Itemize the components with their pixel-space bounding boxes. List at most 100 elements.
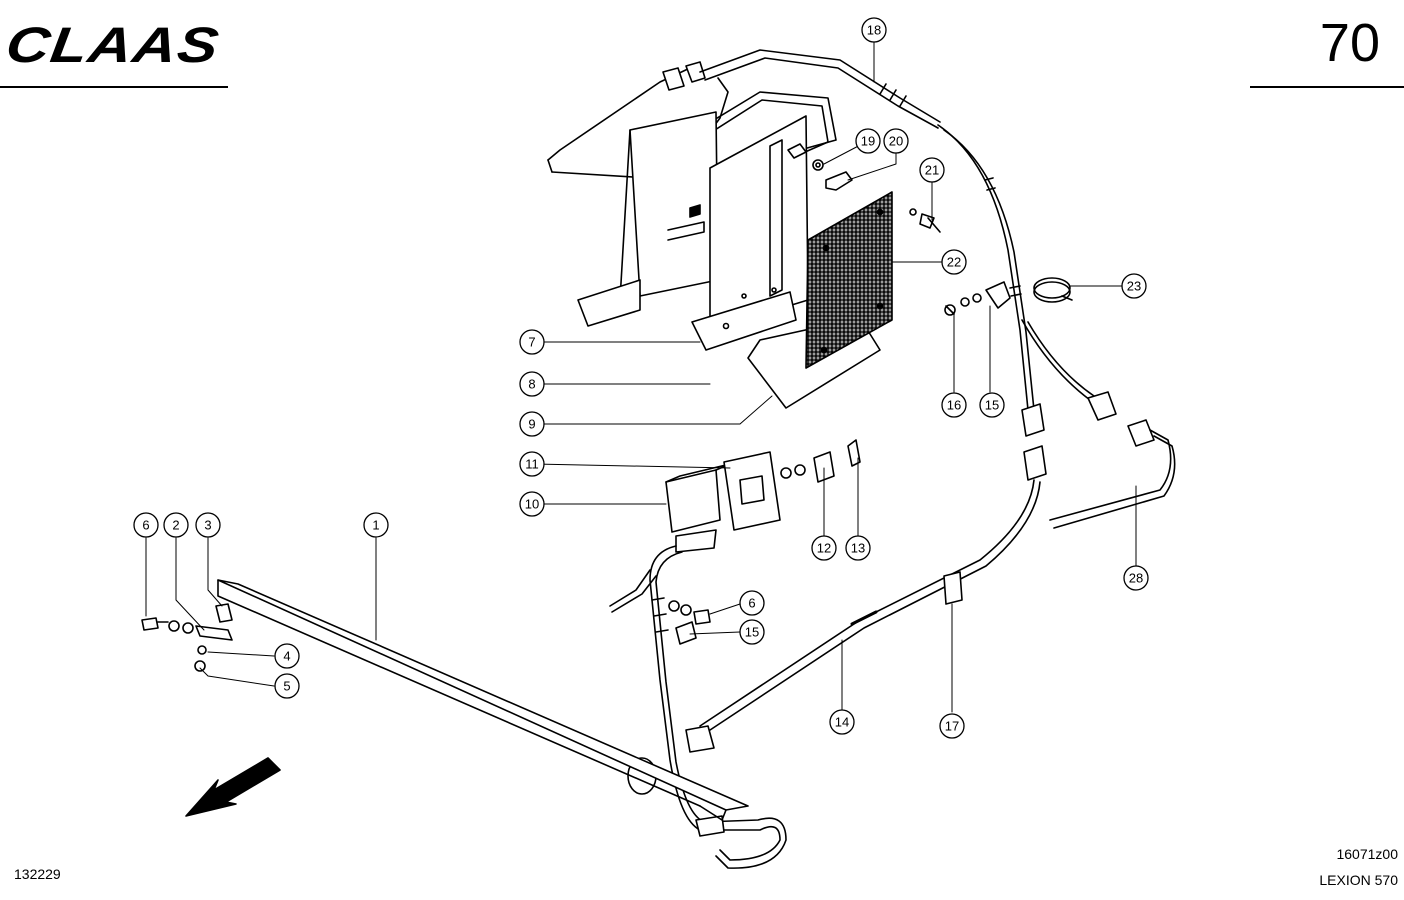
harness-cable-18	[937, 124, 1117, 437]
callout-circle	[861, 17, 887, 43]
callout-label: 16	[947, 398, 961, 413]
callout-label: 2	[172, 518, 179, 533]
callout-c2: 2	[163, 512, 189, 538]
model-name: LEXION 570	[1319, 872, 1398, 888]
hardware-15-16-upper	[944, 281, 1011, 316]
callout-circle	[519, 329, 545, 355]
callout-c4: 4	[274, 643, 300, 669]
direction-arrow	[185, 757, 281, 817]
callout-label: 11	[525, 457, 539, 472]
callout-circle	[1121, 273, 1147, 299]
callout-c17: 17	[939, 713, 965, 739]
harness-cable-14	[699, 445, 1047, 735]
callout-leaders	[145, 41, 1137, 713]
callout-c20: 20	[883, 128, 909, 154]
callout-circle	[979, 392, 1005, 418]
callout-c5: 5	[274, 673, 300, 699]
callout-circle	[133, 512, 159, 538]
callout-c6b: 6	[739, 590, 765, 616]
callout-c18: 18	[861, 17, 887, 43]
callout-circle	[829, 709, 855, 735]
bracket-plate-left	[577, 111, 719, 327]
callout-circle	[919, 157, 945, 183]
callout-label: 22	[947, 255, 961, 270]
callout-label: 7	[528, 335, 535, 350]
page-number: 70	[1319, 13, 1380, 73]
header-rule-left	[0, 86, 228, 88]
callout-circle	[363, 512, 389, 538]
document-number: 132229	[14, 866, 61, 882]
callout-circle	[739, 590, 765, 616]
callout-label: 15	[985, 398, 999, 413]
callout-c9: 9	[519, 411, 545, 437]
callout-c14: 14	[829, 709, 855, 735]
callout-circle	[195, 512, 221, 538]
callout-c8: 8	[519, 371, 545, 397]
callout-circle	[883, 128, 909, 154]
callout-circle	[941, 249, 967, 275]
callout-label: 12	[817, 541, 831, 556]
callout-c15b: 15	[979, 392, 1005, 418]
callout-label: 18	[867, 23, 881, 38]
callout-label: 14	[835, 715, 849, 730]
hardware-19-20-21	[812, 159, 941, 233]
callout-label: 6	[142, 518, 149, 533]
callout-circle	[274, 643, 300, 669]
mounting-beam	[217, 579, 749, 821]
callout-circle	[519, 411, 545, 437]
callout-label: 8	[528, 377, 535, 392]
callout-circle	[811, 535, 837, 561]
callout-c6a: 6	[133, 512, 159, 538]
callout-label: 1	[372, 518, 379, 533]
callout-circle	[855, 128, 881, 154]
callout-circle	[1123, 565, 1149, 591]
callout-label: 5	[283, 679, 290, 694]
harness-lower	[609, 529, 787, 869]
callout-c19: 19	[855, 128, 881, 154]
callout-label: 21	[925, 163, 939, 178]
header-rule-right	[1250, 86, 1404, 88]
harness-cable-28	[1049, 419, 1176, 529]
callout-circle	[519, 491, 545, 517]
callout-circle	[739, 619, 765, 645]
callout-label: 15	[745, 625, 759, 640]
bracket-plate-front	[691, 115, 809, 351]
perforated-panel	[805, 191, 893, 369]
callout-c12: 12	[811, 535, 837, 561]
hose-clamp	[1033, 277, 1073, 303]
callout-circle	[845, 535, 871, 561]
callout-label: 9	[528, 417, 535, 432]
callout-c3: 3	[195, 512, 221, 538]
callout-label: 3	[204, 518, 211, 533]
callout-circle	[519, 451, 545, 477]
callout-c15a: 15	[739, 619, 765, 645]
callout-c23: 23	[1121, 273, 1147, 299]
callout-label: 13	[851, 541, 865, 556]
callout-label: 6	[748, 596, 755, 611]
callout-label: 17	[945, 719, 959, 734]
callout-circle	[163, 512, 189, 538]
callout-label: 4	[283, 649, 290, 664]
callout-c7: 7	[519, 329, 545, 355]
callout-label: 28	[1129, 571, 1143, 586]
callout-c1: 1	[363, 512, 389, 538]
callout-label: 19	[861, 134, 875, 149]
callout-circle	[274, 673, 300, 699]
callout-label: 20	[889, 134, 903, 149]
callout-c16: 16	[941, 392, 967, 418]
callout-circle	[939, 713, 965, 739]
callout-c10: 10	[519, 491, 545, 517]
callout-label: 23	[1127, 279, 1141, 294]
callout-c13: 13	[845, 535, 871, 561]
callout-circle	[941, 392, 967, 418]
figure-id: 16071z00	[1336, 846, 1398, 862]
callout-c28: 28	[1123, 565, 1149, 591]
hardware-middle-group	[668, 600, 711, 645]
callout-label: 10	[525, 497, 539, 512]
control-module	[665, 439, 861, 533]
hardware-left-group	[141, 603, 233, 672]
callout-circle	[519, 371, 545, 397]
